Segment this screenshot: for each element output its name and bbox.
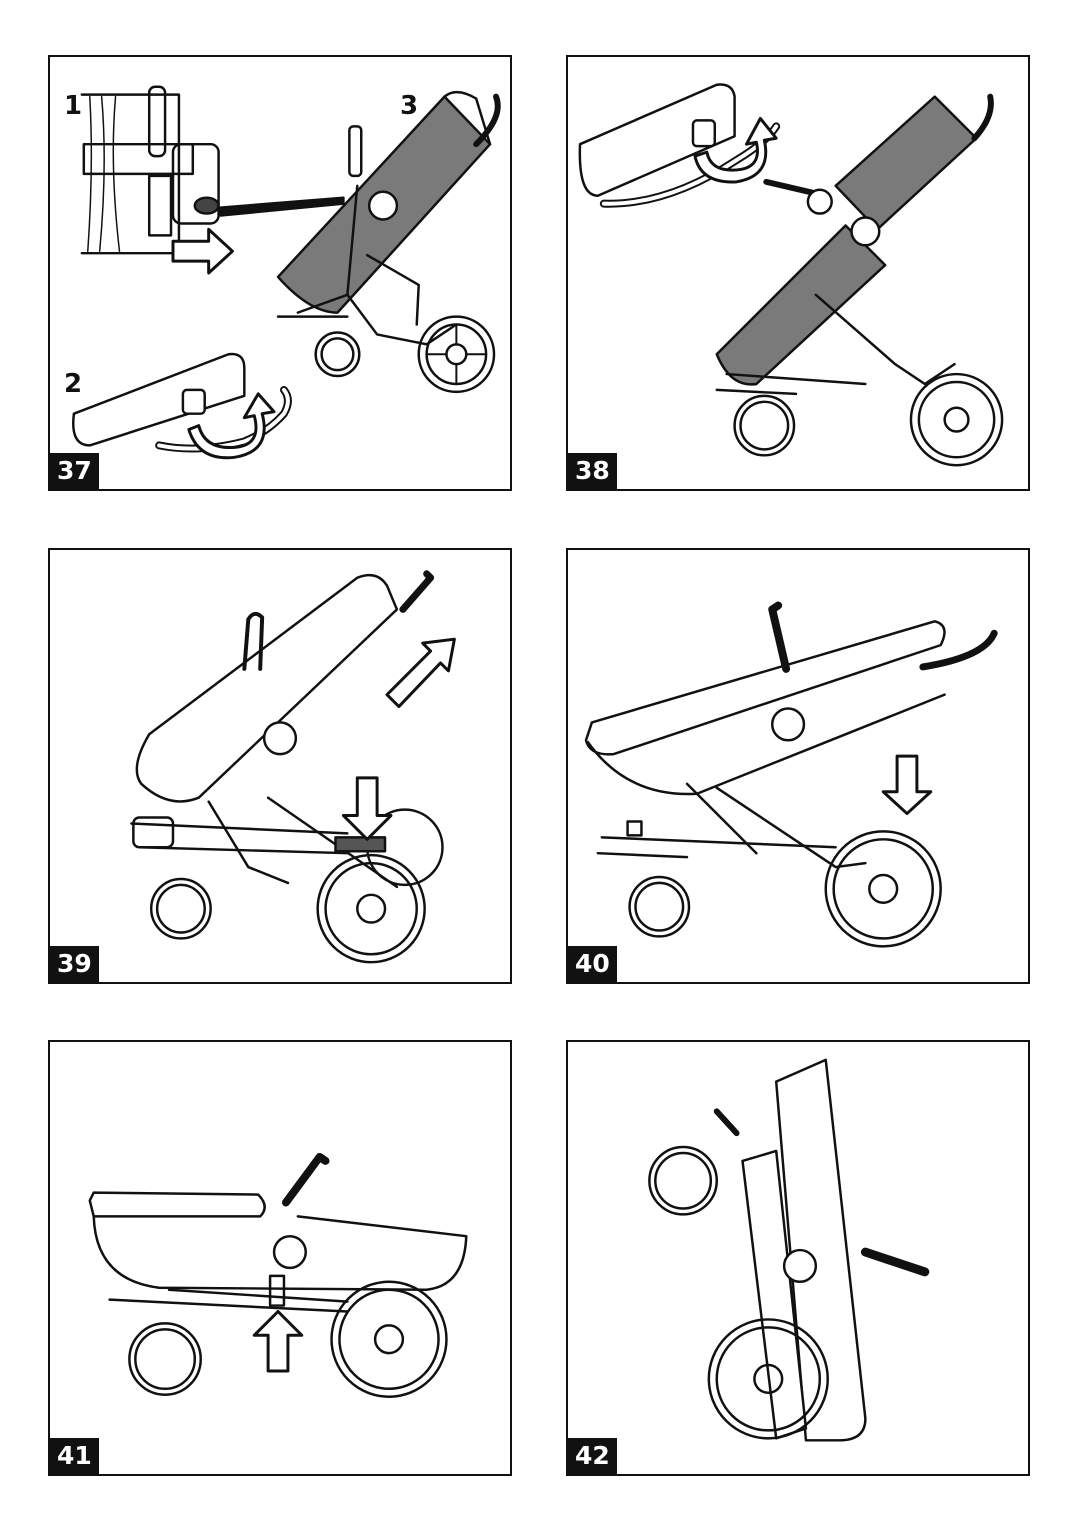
panel-38: 38: [566, 55, 1030, 491]
arrow-down-icon: [881, 754, 933, 816]
figure-number: 41: [50, 1438, 99, 1474]
arrow-right-icon: [171, 227, 234, 275]
inset-bassinet-handle: [578, 83, 781, 208]
figure-number: 38: [568, 453, 617, 489]
figure-number: 39: [50, 946, 99, 982]
figure-number: 42: [568, 1438, 617, 1474]
step-label-3: 3: [400, 91, 419, 121]
step-label-2: 2: [64, 369, 83, 399]
panel-42: 42: [566, 1040, 1030, 1476]
inset-fold-button-closeup: [80, 85, 220, 255]
arrow-up-icon: [252, 1310, 304, 1373]
curved-arrow-icon: [187, 392, 276, 460]
fold-step-39-illustration: [130, 570, 456, 964]
figure-number: 40: [568, 946, 617, 982]
panel-37: 1 2 3 37: [48, 55, 512, 491]
fold-step-40-illustration: [584, 601, 998, 948]
stroller-seat-lowered: [715, 93, 1004, 467]
fold-step-37-illustration: [72, 85, 501, 460]
fold-step-42-illustration: [648, 1058, 930, 1442]
fold-step-41-illustration: [88, 1152, 468, 1398]
curved-arrow-icon: [693, 116, 778, 184]
arrow-down-icon: [341, 776, 393, 841]
step-label-1: 1: [64, 91, 83, 121]
fold-step-38-illustration: [578, 83, 1004, 467]
panel-40: 40: [566, 548, 1030, 984]
panel-39: 39: [48, 548, 512, 984]
stroller-with-seat-tilted: [276, 90, 501, 394]
arrow-diagonal-icon: [385, 637, 456, 709]
figure-number: 37: [50, 453, 99, 489]
panel-41: 41: [48, 1040, 512, 1476]
inset-bassinet-handle: [72, 352, 292, 460]
